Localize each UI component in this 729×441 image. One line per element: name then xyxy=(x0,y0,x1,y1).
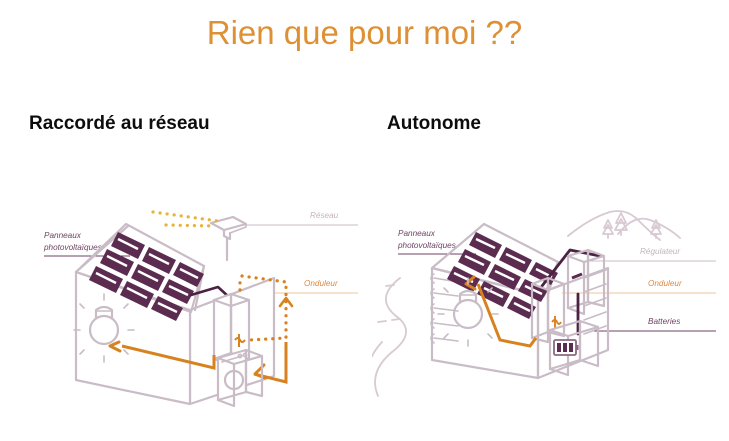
label-line-1: Onduleur xyxy=(304,279,338,288)
scenery-mountains xyxy=(567,210,681,241)
charge-regulator xyxy=(566,248,606,316)
label-line-1: Panneaux xyxy=(44,231,82,240)
grid-dotted-feed-upper xyxy=(151,210,220,223)
label-line-1: Onduleur xyxy=(648,279,682,288)
label-regulateur: Régulateur xyxy=(588,247,716,262)
light-bulb-left xyxy=(73,293,135,363)
page-title: Rien que pour moi ?? xyxy=(206,14,523,51)
inverter-right xyxy=(530,276,566,344)
scenery-winding-road xyxy=(372,277,407,397)
scenery-pine-trees xyxy=(602,212,662,239)
grid-loop-dotted xyxy=(240,274,288,342)
light-bulb-right xyxy=(437,277,499,347)
section-heading-autonomous: Autonome xyxy=(387,113,481,134)
ac-wiring-right xyxy=(476,283,538,348)
label-line-2: photovoltaïques xyxy=(43,243,102,252)
solar-panel-array-left xyxy=(74,222,206,321)
label-line-1: Réseau xyxy=(310,211,339,220)
label-line-1: Panneaux xyxy=(398,229,436,238)
label-line-2: photovoltaïques xyxy=(397,241,456,250)
washing-machine-left xyxy=(216,348,264,408)
label-line-1: Régulateur xyxy=(640,247,680,256)
arrow-to-bulb-right xyxy=(464,275,477,291)
label-batteries: Batteries xyxy=(594,317,716,332)
label-line-1: Batteries xyxy=(648,317,680,326)
diagram-grid-connected: .ol { fill:none; stroke:#C9BCC6; stroke-… xyxy=(18,190,368,420)
dc-wire-to-regulator xyxy=(540,248,602,288)
diagram-autonomous: .ol2 { fill:none; stroke:#C9BCC6; stroke… xyxy=(372,190,724,420)
utility-meter xyxy=(209,215,248,262)
battery-bank xyxy=(548,319,600,377)
grid-dotted-feed-lower xyxy=(164,223,216,228)
arrow-up-grid xyxy=(278,296,294,308)
solar-panel-array-right xyxy=(430,222,560,319)
section-heading-grid-connected: Raccordé au réseau xyxy=(29,113,210,134)
arrow-to-bulb-left xyxy=(108,340,122,353)
inverter-left xyxy=(212,292,251,367)
label-reseau: Réseau xyxy=(226,211,358,226)
dc-wire-left xyxy=(189,285,232,300)
